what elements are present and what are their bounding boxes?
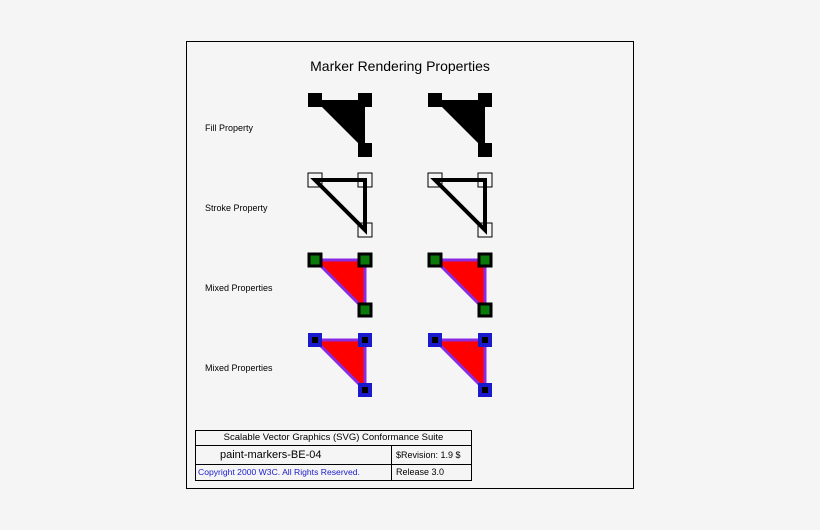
row-label-fill: Fill Property: [205, 123, 254, 133]
row-label-mixed-green: Mixed Properties: [205, 283, 273, 293]
conformance-suite-box: Scalable Vector Graphics (SVG) Conforman…: [195, 430, 472, 481]
fill-example-left: [308, 93, 372, 157]
stroke-example-left: [307, 172, 373, 238]
test-frame: Marker Rendering Properties Fill Propert…: [186, 41, 634, 489]
page-title: Marker Rendering Properties: [310, 58, 490, 74]
suite-title: Scalable Vector Graphics (SVG) Conforman…: [196, 431, 471, 446]
marker-drawing: [307, 93, 493, 397]
mixed-green-example-left: [307, 252, 373, 318]
row-label-mixed-blue: Mixed Properties: [205, 363, 273, 373]
copyright-link[interactable]: Copyright 2000 W3C. All Rights Reserved.: [196, 465, 392, 481]
row-label-stroke: Stroke Property: [205, 203, 268, 213]
revision-label: $Revision: 1.9 $: [392, 446, 471, 465]
release-label: Release 3.0: [396, 467, 445, 477]
fill-example-right: [428, 93, 492, 157]
mixed-blue-example-left: [308, 333, 372, 397]
stroke-example-right: [427, 172, 493, 238]
mixed-green-example-right: [427, 252, 493, 318]
mixed-blue-example-right: [428, 333, 492, 397]
test-name: paint-markers-BE-04: [196, 446, 392, 465]
